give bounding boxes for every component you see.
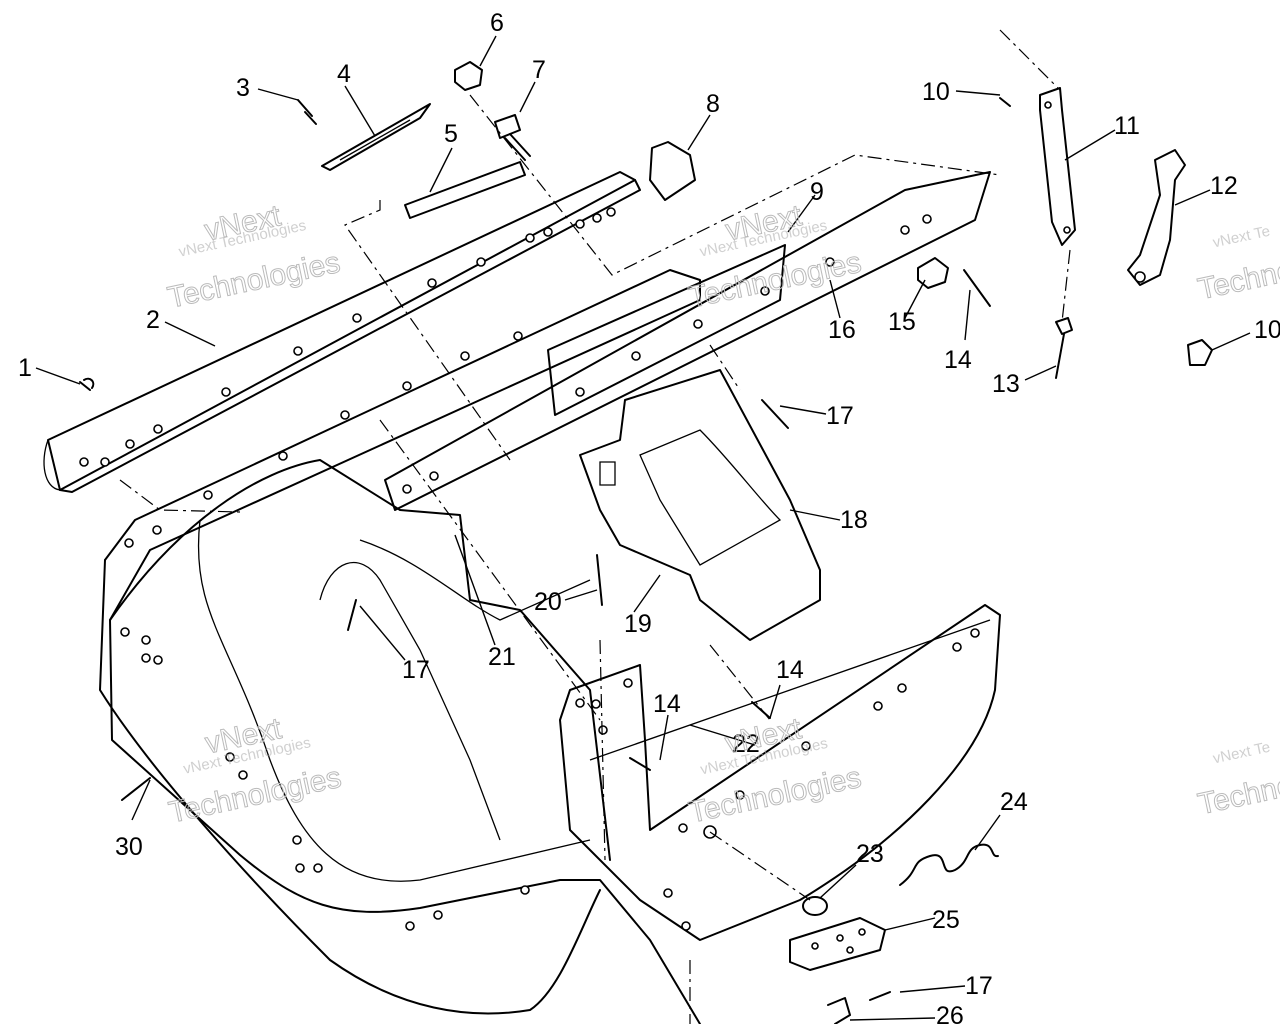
callout-19: 19 (624, 610, 652, 638)
part-cap-10 (1187, 339, 1213, 366)
callout-22: 22 (732, 730, 760, 758)
callout-5: 5 (444, 120, 458, 148)
part-clip-26 (827, 997, 851, 1024)
part-plug-23 (802, 896, 828, 916)
callout-30: 30 (115, 833, 143, 861)
part-second-rail (384, 171, 991, 511)
callout-17-bottom: 17 (965, 972, 993, 1000)
side-panel-holes (575, 628, 980, 931)
callout-21: 21 (488, 643, 516, 671)
callout-26: 26 (936, 1002, 964, 1024)
watermark-bottom-left: vNext vNext Technologies Technologies (165, 712, 344, 830)
callout-16: 16 (828, 316, 856, 344)
callout-3: 3 (236, 74, 250, 102)
part-link-12 (1127, 149, 1186, 286)
callout-13: 13 (992, 370, 1020, 398)
part-bracket-11 (1039, 87, 1076, 246)
callout-10-right: 10 (1254, 316, 1280, 344)
part-strip-4 (321, 103, 431, 171)
part-top-rail (43, 171, 641, 493)
part-center-bracket (579, 369, 821, 641)
svg-text:vNext Te: vNext Te (1211, 739, 1271, 768)
callout-17-left: 17 (402, 656, 430, 684)
part-spring-24 (899, 843, 999, 886)
watermark-bottom-right: vNext Te Techno (1195, 739, 1280, 822)
callout-24: 24 (1000, 788, 1028, 816)
callout-14-mid: 14 (776, 656, 804, 684)
callout-14-low: 14 (653, 690, 681, 718)
svg-text:vNext Te: vNext Te (1211, 223, 1271, 252)
callout-4: 4 (337, 60, 351, 88)
callout-20: 20 (534, 588, 562, 616)
svg-text:Techno: Techno (1195, 769, 1280, 821)
svg-text:Techno: Techno (1195, 254, 1280, 306)
callout-9: 9 (810, 178, 824, 206)
assembly-lines (119, 29, 1071, 1024)
watermark-top-right: vNext Te Techno (1195, 223, 1280, 307)
callout-2: 2 (146, 306, 160, 334)
callout-12: 12 (1210, 172, 1238, 200)
part-pin-13 (1055, 317, 1073, 379)
part-plate-25 (789, 917, 886, 971)
part-clip-8 (649, 141, 696, 201)
callout-11: 11 (1114, 112, 1140, 140)
part-strip-5 (404, 161, 526, 219)
part-nut-6 (454, 61, 483, 91)
leader-lines (35, 35, 1251, 1021)
rail-holes (79, 207, 616, 467)
callout-6: 6 (490, 9, 504, 37)
callout-15: 15 (888, 308, 916, 336)
frame-holes (120, 331, 530, 931)
callout-labels: 1 2 3 4 5 6 7 8 9 10 10 11 12 13 14 14 1… (18, 9, 1280, 1024)
part-rivets (79, 97, 1011, 1001)
parts-line-art (43, 29, 1213, 1024)
callout-8: 8 (706, 90, 720, 118)
callout-7: 7 (532, 56, 546, 84)
part-frame-body (99, 269, 701, 1024)
callout-25: 25 (932, 906, 960, 934)
callout-17-right: 17 (826, 402, 854, 430)
part-right-side-panel (559, 604, 1001, 941)
part-bolt-7 (494, 114, 531, 161)
callout-14-top: 14 (944, 346, 972, 374)
callout-23: 23 (856, 840, 884, 868)
callout-1: 1 (18, 354, 32, 382)
part-nut-15 (917, 257, 949, 289)
watermark-top-left: vNext vNext Technologies Technologies (164, 199, 343, 315)
callout-18: 18 (840, 506, 868, 534)
callout-10-top: 10 (922, 78, 950, 106)
